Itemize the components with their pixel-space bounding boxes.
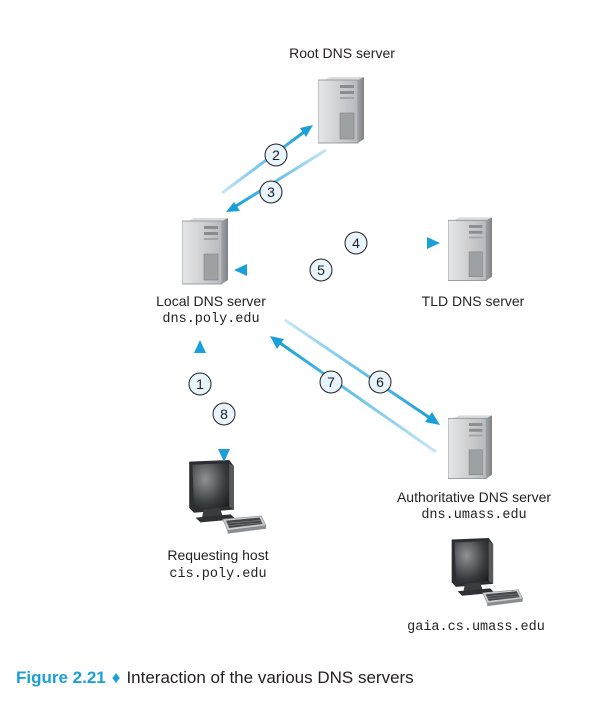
svg-text:4: 4 bbox=[352, 235, 360, 251]
tld-server-label: TLD DNS server bbox=[421, 293, 525, 309]
arrow-2 bbox=[221, 130, 305, 195]
step-badge-8: 8 bbox=[212, 402, 236, 426]
step-badge-3: 3 bbox=[259, 180, 283, 204]
authoritative-server-hostname: dns.umass.edu bbox=[421, 508, 527, 523]
requesting-host-label: Requesting host bbox=[167, 547, 269, 563]
root-server-label: Root DNS server bbox=[289, 45, 395, 61]
tld-server-icon bbox=[448, 216, 492, 282]
authoritative-server-icon bbox=[448, 414, 492, 480]
step-badge-1: 1 bbox=[188, 372, 212, 396]
gaia-host-hostname: gaia.cs.umass.edu bbox=[407, 620, 545, 635]
step-badge-5: 5 bbox=[309, 258, 333, 282]
svg-text:2: 2 bbox=[272, 147, 280, 163]
arrow-3 bbox=[235, 148, 327, 208]
svg-text:5: 5 bbox=[317, 262, 325, 278]
svg-text:6: 6 bbox=[376, 374, 384, 390]
figure-caption: Figure 2.21 ♦ Interaction of the various D… bbox=[16, 668, 414, 688]
step-badge-7: 7 bbox=[319, 370, 343, 394]
requesting-host-computer-icon bbox=[188, 460, 267, 535]
step-badge-2: 2 bbox=[264, 143, 288, 167]
root-server-icon bbox=[318, 76, 364, 144]
local-server-icon bbox=[182, 217, 228, 285]
arrow-7 bbox=[279, 341, 437, 454]
svg-text:8: 8 bbox=[220, 406, 228, 422]
svg-text:3: 3 bbox=[267, 184, 275, 200]
gaia-host-computer-icon bbox=[451, 538, 524, 607]
authoritative-server-label: Authoritative DNS server bbox=[396, 489, 552, 505]
figure-number: Figure 2.21 bbox=[16, 668, 106, 687]
caption-separator: ♦ bbox=[111, 668, 121, 687]
arrow-6 bbox=[284, 318, 431, 420]
caption-text: Interaction of the various DNS servers bbox=[126, 668, 414, 687]
step-badge-4: 4 bbox=[344, 231, 368, 255]
local-server-hostname: dns.poly.edu bbox=[162, 312, 260, 327]
local-server-label: Local DNS server bbox=[156, 293, 266, 309]
step-badge-6: 6 bbox=[368, 370, 392, 394]
svg-text:1: 1 bbox=[196, 376, 204, 392]
requesting-host-hostname: cis.poly.edu bbox=[169, 567, 267, 582]
svg-text:7: 7 bbox=[327, 374, 335, 390]
